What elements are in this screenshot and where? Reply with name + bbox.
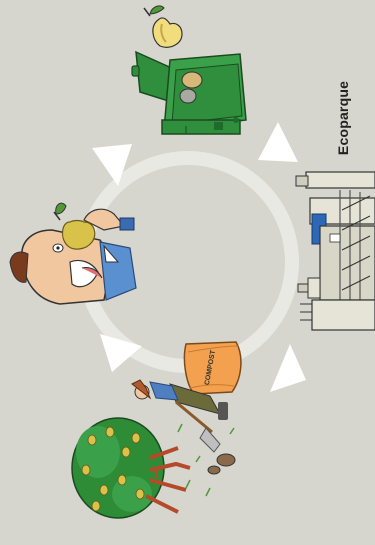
ecoparque-facility-icon — [295, 171, 375, 331]
pear-tree-icon — [71, 417, 191, 519]
cycle-arrow-top-right — [258, 122, 298, 162]
compost-bag-icon: COMPOST — [183, 341, 242, 395]
green-dumpster-icon — [131, 50, 247, 135]
cycle-arrow-top-left — [92, 144, 132, 186]
person-eating-pear-icon — [9, 202, 137, 305]
cycle-arrow-bottom-left — [100, 334, 142, 372]
cycle-arrow-bottom-right — [270, 344, 306, 392]
pear-core-icon — [143, 5, 183, 48]
worker-with-shovel-icon — [131, 379, 236, 497]
diagram-title: Ecoparque — [335, 80, 351, 156]
